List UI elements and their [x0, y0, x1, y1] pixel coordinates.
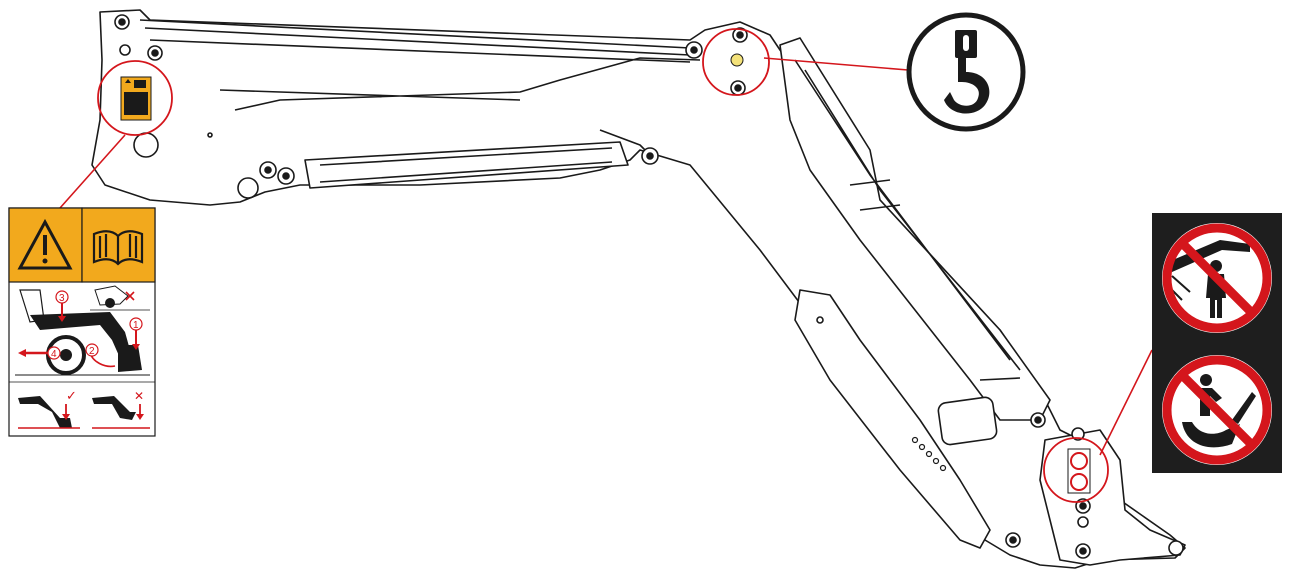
- incorrect-lift-illustration: ✕: [92, 389, 150, 429]
- prohibition-decal-callout-circle: [1043, 437, 1109, 503]
- lift-point-callout-circle: [702, 28, 770, 96]
- warning-triangle-icon: [17, 218, 73, 270]
- adjustment-holes: [911, 436, 947, 472]
- incorrect-cross-mark: ✕: [134, 389, 144, 403]
- lower-arm: [794, 289, 991, 549]
- manual-book-icon: [92, 230, 144, 266]
- lift-point-marker: [730, 53, 744, 67]
- step-3-label: 3: [59, 293, 65, 304]
- cylinder-rod: [319, 147, 613, 183]
- callout-circles: [97, 28, 1109, 503]
- dipper-arm-edge: [794, 59, 1021, 381]
- mini-prohibition-decal: [1067, 448, 1091, 494]
- arm-cutout: [937, 396, 998, 446]
- safety-decal-callout-circle: [97, 60, 173, 136]
- step-2-label: 2: [89, 346, 95, 357]
- boom-cylinder: [304, 141, 629, 189]
- pins: [114, 14, 1184, 559]
- mini-safety-decal: [120, 76, 152, 121]
- lifting-hook-icon: [906, 12, 1026, 132]
- step-4-label: 4: [51, 349, 57, 360]
- step-1-label: 1: [133, 320, 139, 331]
- upper-rail: [139, 19, 691, 63]
- prohibition-decal-detail: [1152, 213, 1282, 473]
- correct-check-mark: ✓: [66, 389, 77, 404]
- step-number-markers: [47, 290, 143, 360]
- safety-decal-detail: 1 2 3 4 ✓ ✕: [8, 207, 156, 437]
- correct-lift-illustration: ✓: [18, 389, 80, 429]
- no-standing-under-boom-icon: [1162, 223, 1272, 333]
- no-riding-in-bucket-icon: [1162, 355, 1272, 465]
- callout-leaders: [59, 57, 1153, 456]
